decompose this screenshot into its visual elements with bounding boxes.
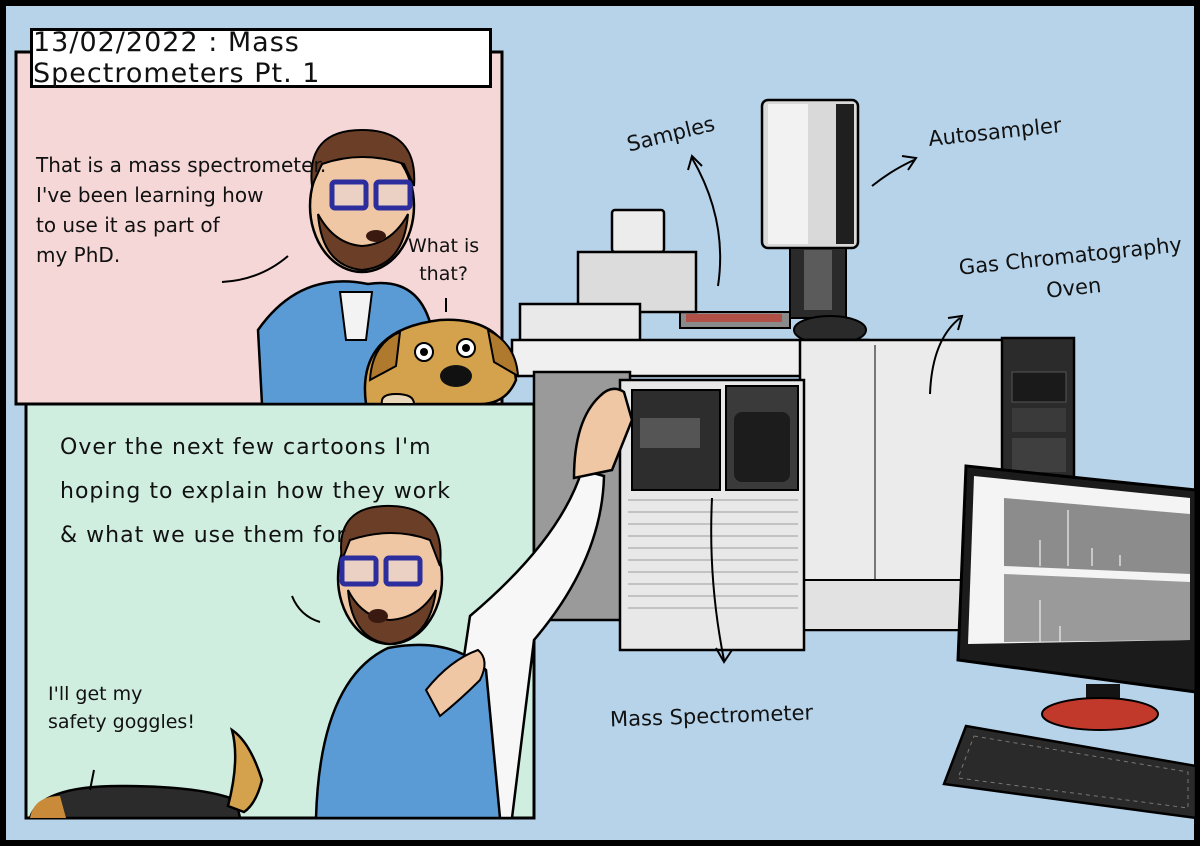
computer-monitor [942, 464, 1198, 820]
person-top [256, 128, 434, 406]
speech-bubble-dog-goggles: I'll get my safety goggles! [48, 683, 195, 733]
speech-bubble-series-intro: Over the next few cartoons I'm hoping to… [60, 435, 451, 548]
speech-bubble-dog-question: What is that? [408, 235, 480, 285]
person-bottom [314, 387, 634, 820]
glasses-icon [329, 179, 369, 211]
gc-ms-instrument [510, 98, 1076, 652]
dog-bottom [28, 727, 264, 820]
annotation-arrows [687, 154, 964, 664]
dog-top [363, 318, 520, 406]
speech-tails [89, 255, 447, 791]
comic-title: 13/02/2022 : Mass Spectrometers Pt. 1 [30, 27, 492, 89]
speech-bubble-intro: That is a mass spectrometer. I've been l… [36, 153, 327, 267]
